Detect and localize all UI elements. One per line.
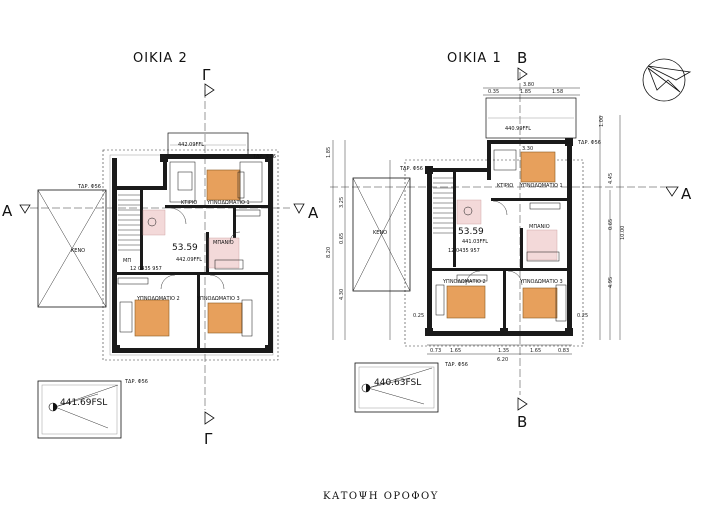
dim-right-4: 4.95 <box>608 277 614 288</box>
house2-title: ΟΙΚΙΑ 2 <box>133 51 188 66</box>
house1-bedroom2-label: ΥΠΝΟΔΩΜΑΤΙΟ 2 <box>442 279 486 285</box>
dim-top-1: 0.35 <box>488 89 499 95</box>
dim-bottom-0: 0.73 <box>430 348 441 354</box>
house2-code: 12 0435 957 <box>130 266 162 272</box>
dim-right-1: 4.45 <box>608 173 614 184</box>
house1-dims-top: 3.80 0.35 1.85 1.58 3.30 <box>488 82 563 152</box>
house2-bath-small-label: ΜΠ <box>123 258 131 264</box>
section-b-label-bottom: B <box>517 413 527 431</box>
dim-bottom-4: 0.83 <box>558 348 569 354</box>
house2-bedroom2-label: ΥΠΝΟΔΩΜΑΤΙΟ 2 <box>136 296 180 302</box>
dim-right-2: 0.65 <box>608 219 614 230</box>
dim-bottom-5: 6.20 <box>497 357 508 363</box>
house2-bedroom1-label: ΥΠΝΟΔΩΜΑΤΙΟ 1 <box>206 200 250 206</box>
drawing-caption: ΚΑΤΟΨΗ ΟΡΟΦΟΥ <box>323 491 439 502</box>
house1-void-label: ΚΕΝΟ <box>373 230 387 236</box>
dim-inner-0: 0.25 <box>413 313 424 319</box>
house2-stair-note-top: ΤΔΡ. Φ56 <box>252 154 276 160</box>
house2-stair-note: ΤΔΡ. Φ56 <box>77 184 101 190</box>
house2-bedroom3-label: ΥΠΝΟΔΩΜΑΤΙΟ 3 <box>196 296 240 302</box>
house2-level-top: 442.09FFL <box>178 142 204 148</box>
dim-left-1: 3.25 <box>339 197 345 208</box>
section-g-line <box>204 83 215 425</box>
dim-inner-1: 0.25 <box>577 313 588 319</box>
house1-stair-note-top: ΤΔΡ. Φ56 <box>577 140 601 146</box>
dim-left-0: 1.85 <box>326 147 332 158</box>
house1-wardrobe-label: ΚΤΙΡΙΟ <box>497 183 513 189</box>
section-a-label-left: A <box>2 202 13 220</box>
house1-bedroom3-label: ΥΠΝΟΔΩΜΑΤΙΟ 3 <box>519 279 563 285</box>
section-g-label-bottom: Γ <box>204 430 213 448</box>
dim-top-3: 1.58 <box>552 89 563 95</box>
house1-level-top: 440.99FFL <box>505 126 531 132</box>
house1-level: 441.03FFL <box>462 239 488 245</box>
dim-right-3: 10.00 <box>620 226 626 240</box>
section-b-label-top: B <box>517 49 527 67</box>
house2-level: 442.09FFL <box>176 257 202 263</box>
section-a-label-right: A <box>681 185 692 203</box>
dim-bottom-2: 1.35 <box>498 348 509 354</box>
dim-right-0: 1.00 <box>599 116 605 127</box>
house2-aux-level: 441.69FSL <box>60 398 107 408</box>
dim-left-4: 4.30 <box>339 289 345 300</box>
house2-void-label: ΚΕΝΟ <box>71 248 85 254</box>
north-arrow-icon <box>642 58 692 102</box>
section-g-label-top: Γ <box>202 66 211 84</box>
house1-plan <box>332 87 621 355</box>
house2-plan <box>37 132 279 361</box>
dim-top-0: 3.80 <box>523 82 534 88</box>
house1-area: 53.59 <box>458 227 484 237</box>
house2-aux-note: ΤΔΡ. Φ56 <box>124 379 148 385</box>
house1-title: ΟΙΚΙΑ 1 <box>447 51 502 66</box>
dim-left-3: 8.20 <box>326 247 332 258</box>
dim-bottom-1: 1.65 <box>450 348 461 354</box>
house2-area: 53.59 <box>172 243 198 253</box>
house1-bottom-note: ΤΔΡ. Φ56 <box>444 362 468 368</box>
house1-stair-note: ΤΔΡ. Φ56 <box>399 166 423 172</box>
dim-bottom-3: 1.65 <box>530 348 541 354</box>
house1-aux-level: 440.63FSL <box>374 378 421 388</box>
section-a-label-mid: A <box>308 204 319 222</box>
house1-dims-left: 1.85 3.25 0.65 8.20 4.30 <box>326 147 345 300</box>
dim-top-4: 3.30 <box>522 146 533 152</box>
house1-code: 12 0435 957 <box>448 248 480 254</box>
house1-dims-bottom: 0.73 1.65 1.35 1.65 0.83 6.20 0.25 0.25 <box>413 313 588 363</box>
house2-wardrobe-label: ΚΤΙΡΙΟ <box>181 200 197 206</box>
house2-bath-label: ΜΠΑΝΙΟ <box>213 240 234 246</box>
house1-bath-label: ΜΠΑΝΙΟ <box>529 224 550 230</box>
house1-bedroom1-label: ΥΠΝΟΔΩΜΑΤΙΟ 1 <box>519 183 563 189</box>
dim-left-2: 0.65 <box>339 233 345 244</box>
house1-dims-right: 1.00 4.45 0.65 10.00 4.95 <box>599 116 626 288</box>
dim-top-2: 1.85 <box>520 89 531 95</box>
house2-aux-box <box>37 380 122 439</box>
house1-aux-box <box>354 362 439 413</box>
